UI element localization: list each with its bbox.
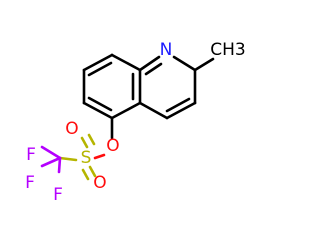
bond-c6-c5 [82, 101, 114, 120]
bond-s-o-lower-a [81, 168, 90, 181]
bond-c8-c7-inner [87, 61, 113, 77]
bond-o-s [93, 153, 106, 160]
bond-c6-c5-inner [87, 96, 113, 112]
bond-c5-c4a [110, 101, 142, 120]
bond-c3-c4-inner [165, 97, 191, 113]
bond-c-f2 [40, 156, 62, 168]
bond-s-c [58, 156, 78, 162]
chemical-structure: N CH3 O S O O F F F [25, 40, 246, 205]
atom-label-sulfur: S [81, 148, 92, 168]
bond-c3-c4 [165, 101, 197, 120]
atom-label-sulfonyl-oxygen-upper: O [65, 119, 78, 139]
bond-c4-c4a [138, 101, 169, 120]
bond-c-f1 [40, 145, 62, 160]
atom-label-fluorine-2: F [25, 173, 35, 193]
bond-s-o-upper-b [87, 133, 96, 146]
atom-label-fluorine-1: F [26, 145, 36, 165]
bond-n1-c2 [172, 55, 197, 72]
pyridine-ring [138, 55, 197, 120]
bond-s-o-lower-b [88, 165, 97, 178]
atom-label-nitrogen: N [160, 40, 173, 60]
triflate-group [40, 116, 114, 181]
atom-label-methyl: CH3 [210, 40, 245, 60]
bond-c-f3 [57, 156, 62, 174]
bond-c8-c7 [82, 53, 114, 72]
bond-c8a-c8 [110, 53, 142, 72]
atom-label-sulfonyl-oxygen-lower: O [93, 173, 106, 193]
bond-c8a-n1 [138, 55, 161, 72]
bond-s-o-upper-a [80, 136, 89, 149]
bond-c2-methyl [193, 57, 215, 72]
benzo-ring [82, 53, 142, 120]
atom-label-ester-oxygen: O [106, 136, 119, 156]
bond-c8a-n1-inner [144, 62, 163, 76]
atom-label-fluorine-3: F [53, 185, 63, 205]
